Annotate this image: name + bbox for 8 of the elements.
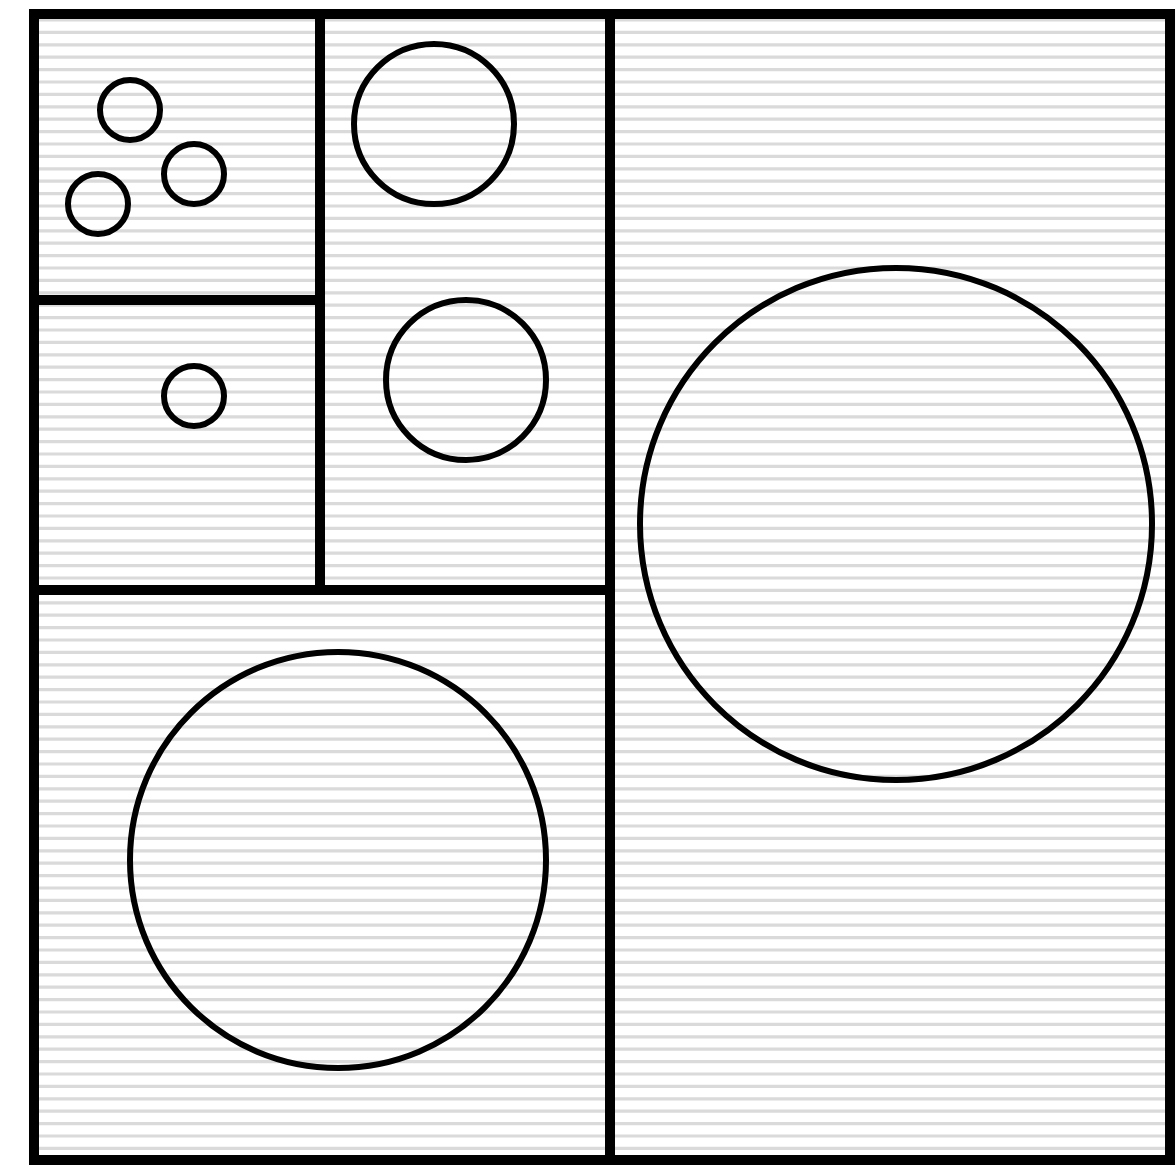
circle bbox=[97, 77, 163, 143]
circle bbox=[65, 171, 131, 237]
circle bbox=[637, 265, 1155, 783]
circle bbox=[161, 363, 227, 429]
circle bbox=[127, 649, 549, 1071]
circle bbox=[161, 141, 227, 207]
circle bbox=[383, 297, 549, 463]
circle bbox=[351, 41, 517, 207]
